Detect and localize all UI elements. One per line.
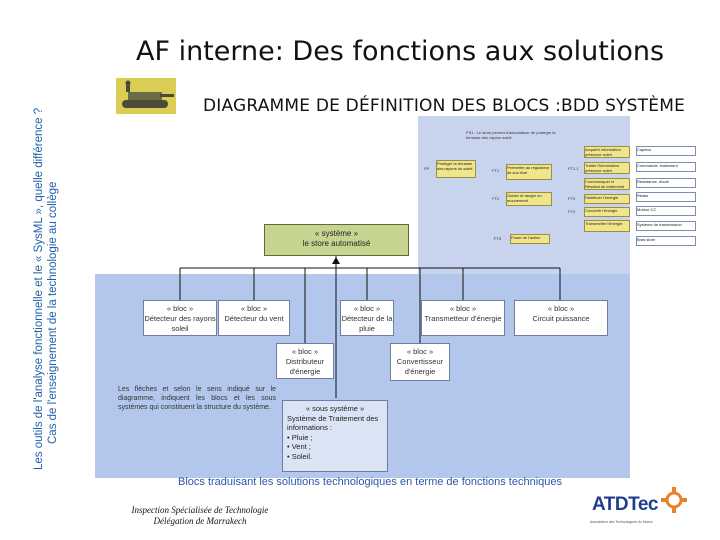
fast-label-fp: FP (424, 166, 430, 171)
footer-line-2: Délégation de Marrakech (153, 516, 247, 526)
fast-label-ft5: FT5 (494, 236, 502, 241)
system-block: « système » le store automatisé (264, 224, 409, 256)
atdtec-logo: ATDTec (592, 494, 658, 515)
footer: Inspection Spécialisée de Technologie Dé… (120, 505, 280, 527)
fast-label-ft1-1: FT1.1 (568, 166, 579, 171)
block-stereotype: « bloc » (353, 304, 381, 313)
fast-label-ft4: FT4 (568, 209, 576, 214)
fast-box-communicate: Communiquer le Résultat du traitement (584, 178, 630, 190)
block-energy-distributor: « bloc » Distributeur d'énergie (276, 343, 334, 379)
subsystem-stereotype: « sous système » (305, 404, 365, 413)
diagram-caption: Blocs traduisant les solutions technolog… (178, 476, 563, 488)
diagram-note: Les flèches et selon le sens indiqué sur… (118, 386, 276, 411)
block-rain-detector: « bloc » Détecteur de la pluie (340, 300, 394, 336)
fast-solution-4: Relais (636, 192, 696, 202)
block-sun-detector: « bloc » Détecteur des rayons soleil (143, 300, 217, 336)
block-name: Circuit puissance (532, 314, 590, 323)
subsystem-item-rain: • Pluie ; (287, 432, 313, 442)
fast-box-fp: Protéger la terrasse des rayons du solei… (436, 160, 476, 178)
fast-header-text: FS1 : Le store permet d'automatiser de p… (466, 130, 556, 140)
block-name: Transmetteur d'énergie (424, 314, 502, 323)
block-stereotype: « bloc » (547, 304, 575, 313)
block-name: Convertisseur d'énergie (396, 357, 444, 376)
block-wind-detector: « bloc » Détecteur du vent (218, 300, 290, 336)
fast-box-ft1: Permettre au régulateur de son état (506, 164, 552, 180)
fast-label-ft3: FT3 (568, 196, 576, 201)
page-title: AF interne: Des fonctions aux solutions (135, 36, 665, 67)
block-name: Distributeur d'énergie (285, 357, 325, 376)
block-name: Détecteur de la pluie (341, 314, 393, 333)
atdtec-tagline: Association des Technologues du Maroc (590, 520, 653, 524)
fast-solution-1: Capteur (636, 146, 696, 156)
footer-line-1: Inspection Spécialisée de Technologie (131, 505, 269, 515)
fast-solution-6: Système de transmission (636, 221, 696, 231)
block-energy-transmitter: « bloc » Transmetteur d'énergie (421, 300, 505, 336)
fast-box-ft5: Poser de l'action (510, 234, 550, 244)
block-stereotype: « bloc » (406, 347, 434, 356)
block-stereotype: « bloc » (240, 304, 268, 313)
subsystem-block: « sous système » Système de Traitement d… (282, 400, 388, 472)
fast-solution-2: Commande, traitement (636, 162, 696, 172)
fast-solution-5: Moteur CC (636, 206, 696, 216)
block-stereotype: « bloc » (449, 304, 477, 313)
block-energy-converter: « bloc » Convertisseur d'énergie (390, 343, 450, 381)
block-power-circuit: « bloc » Circuit puissance (514, 300, 608, 336)
subsystem-item-wind: • Vent ; (287, 442, 311, 451)
fast-box-convert: Convertir l'énergie (584, 207, 630, 217)
gear-icon (661, 487, 687, 513)
block-stereotype: « bloc » (291, 347, 319, 356)
fast-solution-3: Résistance, diode (636, 178, 696, 188)
system-stereotype: « système » (314, 229, 359, 238)
fast-solution-7: Bras store (636, 236, 696, 246)
fast-box-process: Traiter l'information présence soleil (584, 162, 630, 174)
block-stereotype: « bloc » (166, 304, 194, 313)
block-name: Détecteur des rayons soleil (144, 314, 216, 333)
fast-label-ft2: FT2 (492, 196, 500, 201)
fast-box-distribute: Distribuer l'énergie (584, 194, 630, 204)
fast-box-transmit: Transmettre l'énergie (584, 220, 630, 232)
system-name: le store automatisé (302, 239, 371, 248)
page-subtitle: DIAGRAMME DE DÉFINITION DES BLOCS :BDD S… (203, 96, 686, 116)
tank-logo-icon (116, 78, 176, 114)
fast-label-ft1: FT1 (492, 168, 500, 173)
subsystem-name: Système de Traitement des informations : (287, 413, 379, 433)
fast-box-acquire: Acquérir information présence soleil (584, 146, 630, 158)
fast-box-ft2: Guider et ranger en mouvement (506, 192, 552, 206)
subsystem-item-sun: • Soleil. (287, 451, 313, 461)
block-name: Détecteur du vent (224, 314, 284, 323)
